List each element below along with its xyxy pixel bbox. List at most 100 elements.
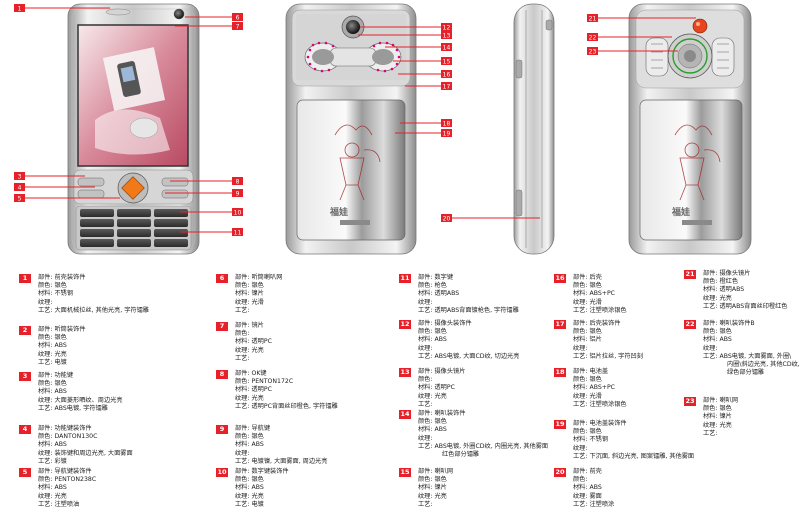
attribute-value: ABS+PC <box>589 290 616 298</box>
attribute-key: 部件: <box>418 410 433 417</box>
part-number-badge: 19 <box>554 420 566 429</box>
part-attribute-row: 材料:ABS <box>38 388 123 396</box>
attribute-key: 纹理: <box>38 492 53 500</box>
attribute-key: 纹理: <box>235 298 250 306</box>
part-attribute-row: 材料:镍片 <box>703 413 738 421</box>
part-attribute-row: 工艺:电镀 <box>235 501 289 509</box>
part-attribute-row: 纹理:光亮 <box>235 493 289 501</box>
part-attribute-row: 颜色:银色 <box>235 476 289 484</box>
attribute-key: 纹理: <box>38 396 53 404</box>
part-attribute-row: 颜色:银色 <box>703 328 800 336</box>
attribute-value: 电镀 <box>54 358 67 366</box>
attribute-key: 纹理: <box>703 421 718 429</box>
attribute-key: 纹理: <box>573 344 588 352</box>
attribute-value: 镍片 <box>251 290 264 298</box>
part-attribute-row: 纹理:光亮 <box>38 351 85 359</box>
part-attribute-row: 纹理:光滑 <box>573 299 627 307</box>
attribute-value: 透明ABS <box>719 286 745 294</box>
part-number-badge: 13 <box>399 368 411 377</box>
attribute-value: 透明PC <box>251 386 272 394</box>
attribute-value: ABS <box>251 441 264 449</box>
attribute-key: 工艺: <box>38 358 53 366</box>
part-attribute-row: 颜色:银色 <box>38 380 123 388</box>
attribute-value: 大面菱形晒纹、周边光亮 <box>54 396 123 404</box>
attribute-value: 喇叭网 <box>719 397 739 404</box>
part-attribute-row: 颜色: <box>235 330 272 338</box>
attribute-key: 材料: <box>573 290 588 298</box>
attribute-value: 摄像头装饰件 <box>434 320 472 327</box>
attribute-value: 功能键装饰件 <box>54 425 92 432</box>
speaker-trim-b <box>645 37 735 77</box>
right-function-key <box>161 177 189 187</box>
attribute-key: 颜色: <box>418 376 433 384</box>
callout-label: 7 <box>236 23 240 30</box>
attribute-value: 不锈钢 <box>589 436 609 444</box>
attribute-key: 工艺: <box>38 404 53 412</box>
part-attribute-row: 工艺:彩镀 <box>38 458 133 466</box>
attribute-key: 部件: <box>235 370 250 377</box>
attribute-value: 光亮 <box>54 350 67 358</box>
attribute-value: 听筒喇叭网 <box>251 274 283 281</box>
part-number-badge: 9 <box>216 425 228 434</box>
attribute-value: 橙红色 <box>719 278 739 286</box>
part-attribute-row: 部件:数字键 <box>418 274 519 282</box>
attribute-value: 光亮 <box>251 394 264 402</box>
attribute-key: 部件: <box>38 274 53 281</box>
part-attribute-row: 材料:ABS <box>38 441 133 449</box>
attribute-key: 材料: <box>418 384 433 392</box>
attribute-value: 不锈钢 <box>54 290 74 298</box>
part-number-badge: 18 <box>554 368 566 377</box>
part-attribute-row: 红色部分镭雕 <box>418 451 548 459</box>
attribute-key: 工艺: <box>573 306 588 314</box>
part-attribute-row: 纹理:光亮 <box>418 393 465 401</box>
part-number-badge: 11 <box>399 274 411 283</box>
part-attribute-row: 工艺:ABS电镀, 大面雾面, 外圈\ <box>703 353 800 361</box>
attribute-key: 颜色: <box>38 476 53 484</box>
attribute-key: 材料: <box>235 484 250 492</box>
attribute-value: 数字键装饰件 <box>251 468 289 475</box>
attribute-key: 材料: <box>235 441 250 449</box>
callout-label: 18 <box>443 120 451 127</box>
attribute-key: 纹理: <box>703 294 718 302</box>
attribute-value: 光亮 <box>434 492 447 500</box>
part-attribute-row: 材料:ABS <box>703 336 800 344</box>
attribute-value: 银色 <box>589 428 602 436</box>
part-attribute-row: 部件:OK键 <box>235 370 338 378</box>
attribute-value: 银色 <box>251 433 264 441</box>
part-number-badge: 15 <box>399 468 411 477</box>
attribute-value: 电镀 <box>251 500 264 508</box>
attribute-value: 银色 <box>434 476 447 484</box>
part-number-badge: 21 <box>684 270 696 279</box>
attribute-value: 银色 <box>589 376 602 384</box>
part-attribute-row: 纹理:光亮 <box>235 395 338 403</box>
attribute-key: 工艺: <box>703 302 718 310</box>
part-attribute-row: 工艺:铝片拉丝, 字符凹刻 <box>573 353 643 361</box>
attribute-key: 材料: <box>38 388 53 396</box>
part-attribute-row: 工艺:下沉面, 斜边光亮, 图案镭雕, 其他雾面 <box>573 453 694 461</box>
attribute-key: 部件: <box>235 468 250 475</box>
attribute-key: 工艺: <box>38 500 53 508</box>
part-attribute-row: 工艺:电镀镍, 大面雾面, 周边光亮 <box>235 458 327 466</box>
camera-lens-icon-b <box>692 18 708 34</box>
part-attribute-row: 纹理:光亮 <box>38 493 96 501</box>
attribute-key: 工艺: <box>573 500 588 508</box>
part-attribute-row: 颜色:PENTON172C <box>235 378 338 386</box>
attribute-value: 银色 <box>589 328 602 336</box>
part-attribute-row: 部件:摄像头装饰件 <box>418 320 519 328</box>
part-attribute-row: 工艺:ABS电镀, 大面CD纹, 切边光亮 <box>418 353 519 361</box>
part-number-badge: 3 <box>19 372 31 381</box>
part-attribute-row: 颜色:银色 <box>418 328 519 336</box>
part-number-badge: 8 <box>216 370 228 379</box>
attribute-value: 前壳装饰件 <box>54 274 86 281</box>
part-number-badge: 7 <box>216 322 228 331</box>
part-attribute-row: 颜色:银色 <box>38 282 149 290</box>
attribute-key: 部件: <box>38 372 53 379</box>
attribute-key: 工艺: <box>235 354 250 362</box>
attribute-key: 部件: <box>418 468 433 475</box>
attribute-value: 光滑 <box>589 298 602 306</box>
attribute-key: 纹理: <box>573 444 588 452</box>
